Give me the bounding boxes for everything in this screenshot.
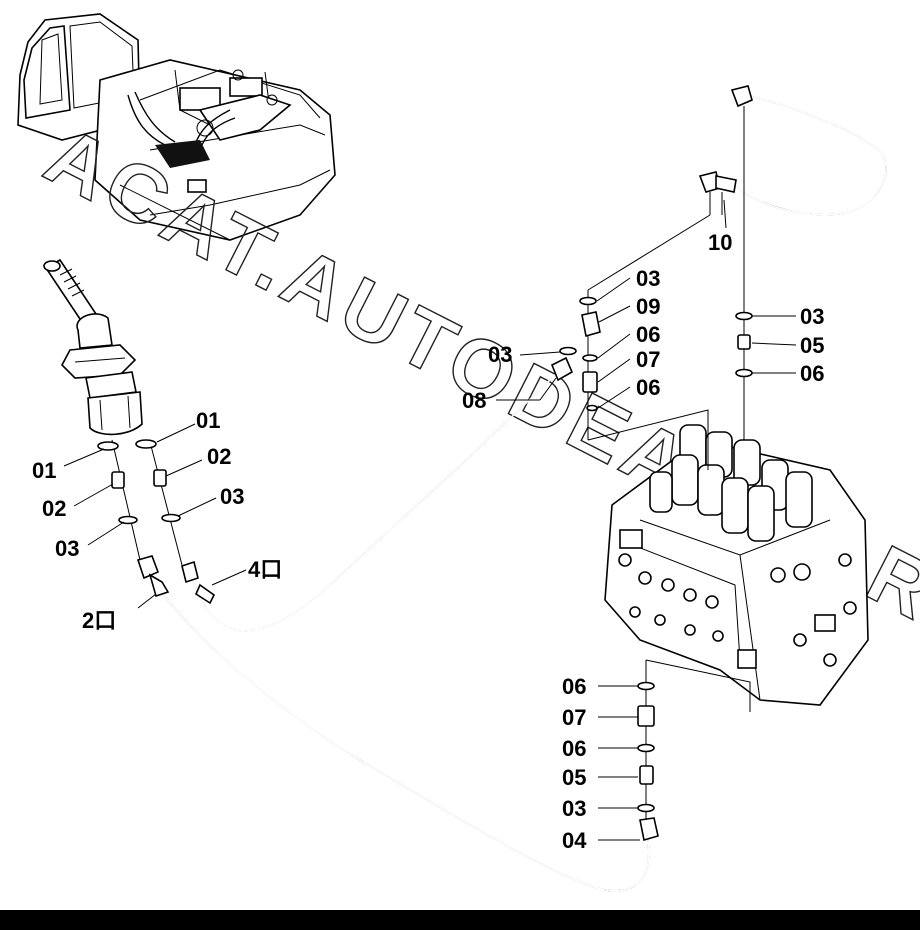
callout-01: 01 [196, 408, 220, 433]
callout-09: 09 [636, 294, 660, 319]
callout-10: 10 [708, 230, 732, 255]
callout-03: 03 [488, 342, 512, 367]
callout-labels: 01 01 02 02 03 03 4口 2口 08 03 03 09 06 0… [32, 230, 824, 853]
callout-07: 07 [636, 347, 660, 372]
callout-06: 06 [562, 674, 586, 699]
callout-leaders [63, 199, 797, 841]
callout-03: 03 [636, 266, 660, 291]
callout-03: 03 [800, 304, 824, 329]
callout-03: 03 [220, 484, 244, 509]
callout-08: 08 [462, 388, 486, 413]
callout-04: 04 [562, 828, 587, 853]
callout-01: 01 [32, 458, 56, 483]
callout-03: 03 [55, 536, 79, 561]
joystick-valve [43, 258, 143, 436]
callout-05: 05 [562, 765, 586, 790]
callout-03: 03 [562, 796, 586, 821]
callout-07: 07 [562, 705, 586, 730]
excavator-illustration [17, 13, 336, 241]
callout-06: 06 [562, 736, 586, 761]
bottom-border-bar [0, 910, 920, 930]
callout-port-4: 4口 [248, 557, 282, 582]
control-valve-block [604, 424, 869, 706]
fittings [97, 296, 753, 813]
callout-02: 02 [207, 444, 231, 469]
callout-02: 02 [42, 496, 66, 521]
callout-06: 06 [636, 375, 660, 400]
callout-06: 06 [636, 322, 660, 347]
callout-port-2: 2口 [82, 608, 116, 633]
callout-05: 05 [800, 333, 824, 358]
hose-lines [111, 85, 887, 892]
callout-06: 06 [800, 361, 824, 386]
